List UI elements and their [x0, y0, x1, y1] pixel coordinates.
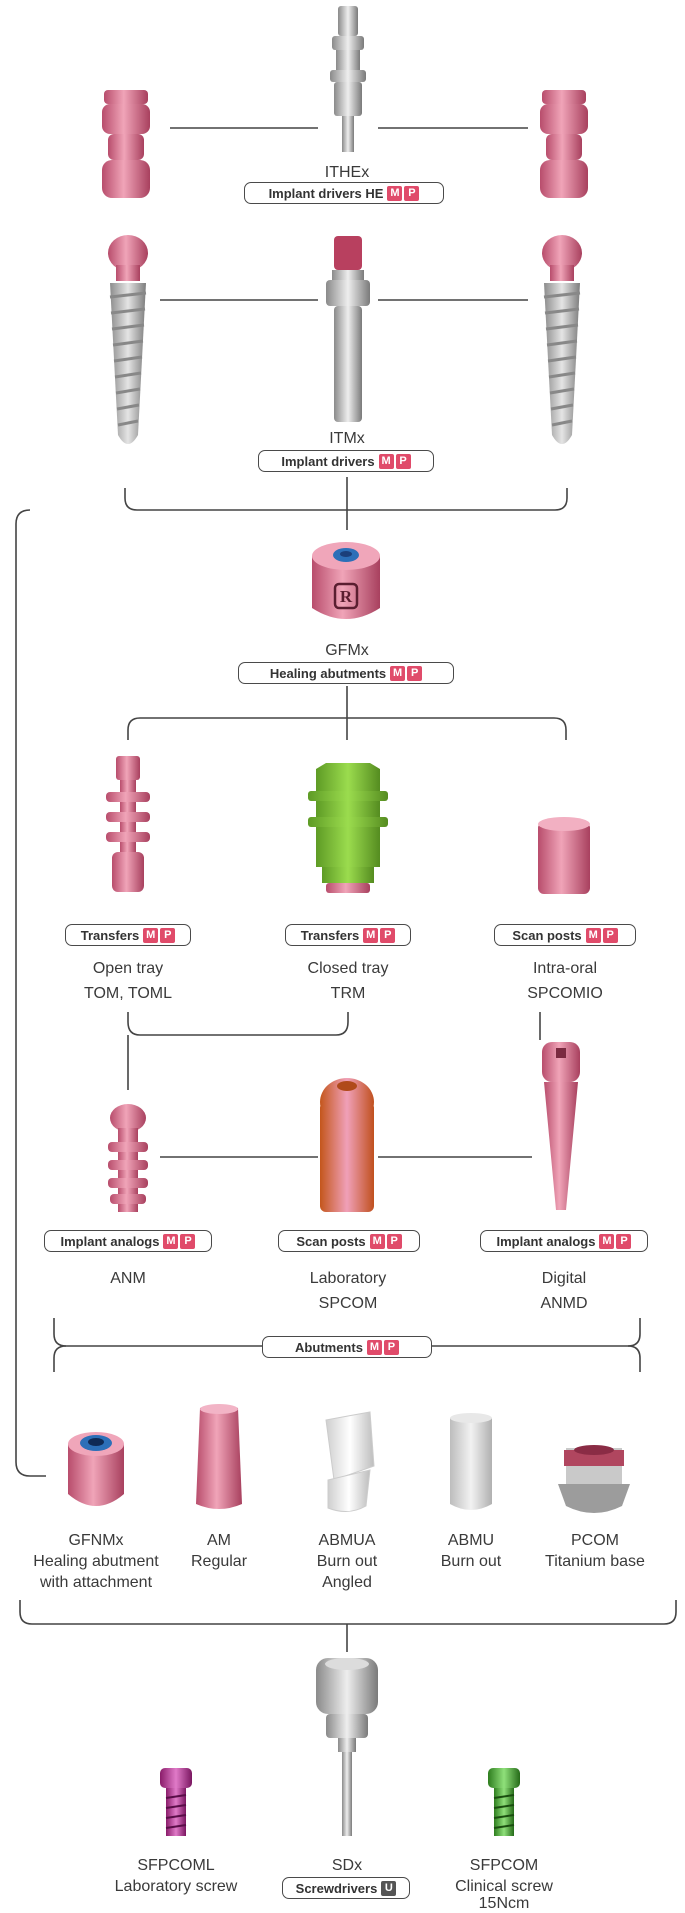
- ithex-pill-label: Implant drivers HE: [269, 186, 384, 201]
- badge-p: P: [603, 928, 618, 943]
- intraoral-scan-post-image: [536, 816, 592, 896]
- badge-p: P: [387, 1234, 402, 1249]
- abmua-abutment-image: [314, 1410, 380, 1518]
- transfers-closed-codes: TRM: [278, 983, 418, 1004]
- badge-p: P: [407, 666, 422, 681]
- badge-p: P: [616, 1234, 631, 1249]
- analog-digital-desc: Digital: [494, 1268, 634, 1289]
- itmx-driver-image: [320, 236, 376, 426]
- badge-m: M: [363, 928, 378, 943]
- transfers-closed-label: Transfers: [301, 928, 360, 943]
- scan-lab-code: SPCOM: [278, 1293, 418, 1314]
- sfpcoml-code: SFPCOML: [96, 1855, 256, 1876]
- sdx-pill[interactable]: Screwdrivers U: [282, 1877, 410, 1899]
- open-tray-transfer-image: [98, 756, 158, 896]
- digital-analog-image: [536, 1042, 586, 1214]
- sfpcom-clinical-screw-image: [486, 1768, 522, 1838]
- analog-anm-label: Implant analogs: [61, 1234, 160, 1249]
- transfers-open-desc: Open tray: [58, 958, 198, 979]
- scan-intra-label: Scan posts: [512, 928, 581, 943]
- sdx-screwdriver-image: [312, 1658, 382, 1838]
- analog-anm-code: ANM: [58, 1268, 198, 1289]
- implant-right-image: [534, 235, 590, 455]
- abmua-desc2: Angled: [297, 1572, 397, 1593]
- gfnmx-desc2: with attachment: [16, 1572, 176, 1593]
- scan-intra-pill[interactable]: Scan posts M P: [494, 924, 636, 946]
- gfmx-r-logo: R: [337, 587, 355, 607]
- ithex-left-driver-image: [96, 90, 156, 200]
- transfers-open-codes: TOM, TOML: [58, 983, 198, 1004]
- badge-m: M: [390, 666, 405, 681]
- badge-m: M: [163, 1234, 178, 1249]
- pcom-desc: Titanium base: [530, 1551, 660, 1572]
- pcom-code: PCOM: [530, 1530, 660, 1551]
- itmx-code: ITMx: [297, 428, 397, 449]
- badge-m: M: [586, 928, 601, 943]
- gfmx-code: GFMx: [297, 640, 397, 661]
- transfers-closed-desc: Closed tray: [278, 958, 418, 979]
- gfmx-healing-abutment-image: [306, 538, 386, 628]
- badge-m: M: [370, 1234, 385, 1249]
- am-desc: Regular: [179, 1551, 259, 1572]
- sfpcom-code: SFPCOM: [434, 1855, 574, 1876]
- badge-m: M: [143, 928, 158, 943]
- abutments-pill[interactable]: Abutments M P: [262, 1336, 432, 1358]
- am-code: AM: [179, 1530, 259, 1551]
- gfnmx-code: GFNMx: [16, 1530, 176, 1551]
- sfpcom-desc1: Clinical screw: [434, 1876, 574, 1897]
- implant-left-image: [100, 235, 156, 455]
- ithex-pill[interactable]: Implant drivers HE M P: [244, 182, 444, 204]
- abutments-label: Abutments: [295, 1340, 363, 1355]
- abmua-desc1: Burn out: [297, 1551, 397, 1572]
- itmx-pill-label: Implant drivers: [281, 454, 374, 469]
- badge-m: M: [379, 454, 394, 469]
- badge-m: M: [367, 1340, 382, 1355]
- transfers-open-pill[interactable]: Transfers M P: [65, 924, 191, 946]
- sdx-pill-label: Screwdrivers: [296, 1881, 378, 1896]
- pcom-titanium-base-image: [558, 1440, 630, 1516]
- badge-p: P: [384, 1340, 399, 1355]
- transfers-open-label: Transfers: [81, 928, 140, 943]
- badge-p: P: [404, 186, 419, 201]
- abmu-desc: Burn out: [421, 1551, 521, 1572]
- gfnmx-desc1: Healing abutment: [16, 1551, 176, 1572]
- gfmx-pill[interactable]: Healing abutments M P: [238, 662, 454, 684]
- sfpcoml-desc: Laboratory screw: [96, 1876, 256, 1897]
- transfers-closed-pill[interactable]: Transfers M P: [285, 924, 411, 946]
- badge-u: U: [381, 1881, 396, 1896]
- ithex-left-driver-image: [534, 90, 594, 200]
- ithex-driver-image: [318, 6, 378, 156]
- closed-tray-transfer-image: [306, 763, 390, 895]
- scan-lab-desc: Laboratory: [278, 1268, 418, 1289]
- scan-intra-codes: SPCOMIO: [495, 983, 635, 1004]
- abmu-abutment-image: [444, 1412, 498, 1516]
- sdx-code: SDx: [297, 1855, 397, 1876]
- badge-m: M: [599, 1234, 614, 1249]
- am-abutment-image: [192, 1404, 246, 1514]
- gfnmx-healing-abutment-image: [64, 1428, 128, 1514]
- analog-anm-pill[interactable]: Implant analogs M P: [44, 1230, 212, 1252]
- analog-digital-label: Implant analogs: [497, 1234, 596, 1249]
- badge-p: P: [396, 454, 411, 469]
- sfpcom-desc2: 15Ncm: [434, 1895, 574, 1913]
- itmx-pill[interactable]: Implant drivers M P: [258, 450, 434, 472]
- analog-digital-code: ANMD: [494, 1293, 634, 1314]
- badge-p: P: [180, 1234, 195, 1249]
- scan-intra-desc: Intra-oral: [495, 958, 635, 979]
- sfpcoml-laboratory-screw-image: [158, 1768, 194, 1838]
- gfmx-pill-label: Healing abutments: [270, 666, 386, 681]
- analog-digital-pill[interactable]: Implant analogs M P: [480, 1230, 648, 1252]
- badge-p: P: [160, 928, 175, 943]
- abmu-code: ABMU: [421, 1530, 521, 1551]
- laboratory-scan-post-image: [318, 1078, 376, 1214]
- scan-lab-label: Scan posts: [296, 1234, 365, 1249]
- scan-lab-pill[interactable]: Scan posts M P: [278, 1230, 420, 1252]
- ithex-code: ITHEx: [297, 162, 397, 183]
- implant-analog-image: [100, 1104, 156, 1214]
- badge-m: M: [387, 186, 402, 201]
- abmua-code: ABMUA: [297, 1530, 397, 1551]
- badge-p: P: [380, 928, 395, 943]
